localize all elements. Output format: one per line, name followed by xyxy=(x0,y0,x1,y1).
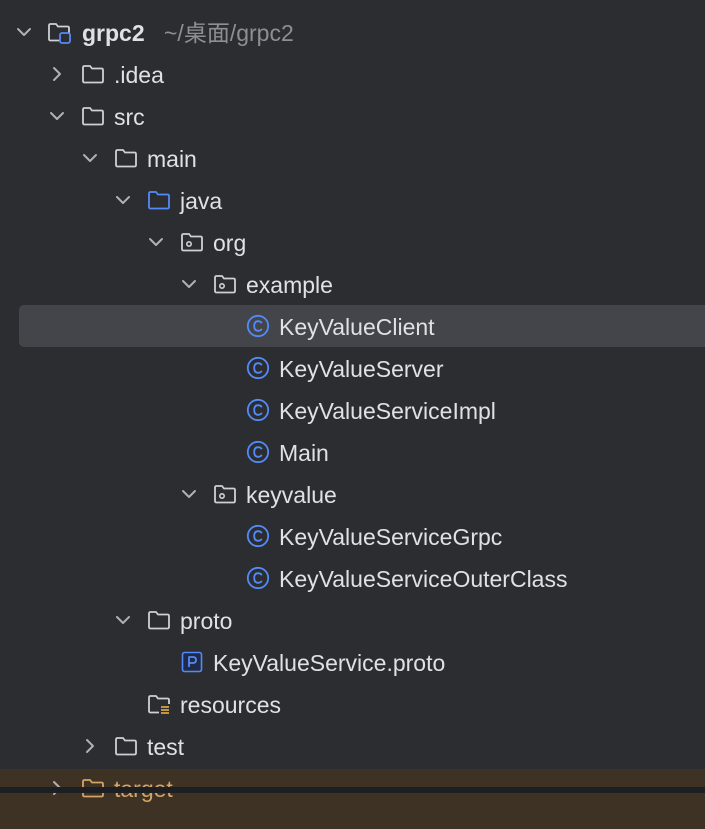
tree-node-label: src xyxy=(114,104,145,130)
package-icon xyxy=(214,275,236,294)
tree-node-keyvalueservice-proto[interactable]: KeyValueService.proto xyxy=(0,641,705,683)
tree-node-keyvalueserviceouterclass[interactable]: KeyValueServiceOuterClass xyxy=(0,557,705,599)
tree-node-label: .idea xyxy=(114,62,164,88)
tree-node-java[interactable]: java xyxy=(0,179,705,221)
chevron-down-icon[interactable] xyxy=(14,22,34,42)
tree-node-keyvalueserviceimpl[interactable]: KeyValueServiceImpl xyxy=(0,389,705,431)
tree-node-label: org xyxy=(213,230,247,256)
chevron-down-icon[interactable] xyxy=(113,190,133,210)
package-icon xyxy=(214,485,236,504)
tree-node-keyvalue[interactable]: keyvalue xyxy=(0,473,705,515)
tree-node-label: example xyxy=(246,272,333,298)
chevron-down-icon[interactable] xyxy=(146,232,166,252)
chevron-down-icon[interactable] xyxy=(47,106,67,126)
chevron-down-icon[interactable] xyxy=(179,484,199,504)
tree-node-label: Main xyxy=(279,440,329,466)
class-icon xyxy=(246,356,270,380)
folder-icon xyxy=(82,107,104,126)
tree-node-keyvalueservicegrpc[interactable]: KeyValueServiceGrpc xyxy=(0,515,705,557)
tree-node-label: KeyValueService.proto xyxy=(213,650,446,676)
chevron-right-icon[interactable] xyxy=(47,64,67,84)
tree-node-main[interactable]: main xyxy=(0,137,705,179)
tree-node-label: test xyxy=(147,734,185,760)
selection-highlight xyxy=(19,305,705,347)
tree-node-org[interactable]: org xyxy=(0,221,705,263)
tree-node-idea[interactable]: .idea xyxy=(0,53,705,95)
folder-icon xyxy=(115,149,137,168)
tree-node-label: java xyxy=(180,188,223,214)
module-folder-icon xyxy=(48,23,71,44)
tree-node-example[interactable]: example xyxy=(0,263,705,305)
tree-node-label: KeyValueServiceOuterClass xyxy=(279,566,568,592)
class-icon xyxy=(246,398,270,422)
chevron-down-icon[interactable] xyxy=(113,610,133,630)
project-path: ~/桌面/grpc2 xyxy=(164,20,294,46)
tree-node-label: resources xyxy=(180,692,281,718)
class-icon xyxy=(246,524,270,548)
resources-root-folder-icon xyxy=(148,695,170,715)
tree-node-src[interactable]: src xyxy=(0,95,705,137)
tree-node-label: main xyxy=(147,146,197,172)
tree-node-test[interactable]: test xyxy=(0,725,705,767)
folder-icon xyxy=(82,65,104,84)
class-icon xyxy=(246,440,270,464)
class-icon xyxy=(246,566,270,590)
tree-node-main-class[interactable]: Main xyxy=(0,431,705,473)
tree-node-label: KeyValueClient xyxy=(279,314,435,340)
horizontal-scrollbar-track[interactable] xyxy=(0,787,705,793)
tree-node-label: keyvalue xyxy=(246,482,337,508)
tree-node-label: KeyValueServer xyxy=(279,356,444,382)
tree-node-proto[interactable]: proto xyxy=(0,599,705,641)
tree-node-grpc2[interactable]: grpc2 ~/桌面/grpc2 xyxy=(0,11,705,53)
folder-icon xyxy=(148,611,170,630)
project-tree: grpc2 ~/桌面/grpc2 .idea src main xyxy=(0,11,705,829)
project-name: grpc2 xyxy=(82,20,145,46)
tree-node-label: KeyValueServiceGrpc xyxy=(279,524,503,550)
package-icon xyxy=(181,233,203,252)
tree-node-keyvalueclient[interactable]: KeyValueClient xyxy=(0,305,705,347)
tree-node-keyvalueserver[interactable]: KeyValueServer xyxy=(0,347,705,389)
folder-icon xyxy=(115,737,137,756)
tree-node-resources[interactable]: resources xyxy=(0,683,705,725)
source-root-folder-icon xyxy=(148,191,170,210)
tree-node-label: proto xyxy=(180,608,233,634)
chevron-down-icon[interactable] xyxy=(80,148,100,168)
excluded-highlight xyxy=(0,769,705,829)
chevron-right-icon[interactable] xyxy=(80,736,100,756)
class-icon xyxy=(246,314,270,338)
proto-file-icon xyxy=(181,651,203,673)
tree-node-label: KeyValueServiceImpl xyxy=(279,398,496,424)
chevron-down-icon[interactable] xyxy=(179,274,199,294)
